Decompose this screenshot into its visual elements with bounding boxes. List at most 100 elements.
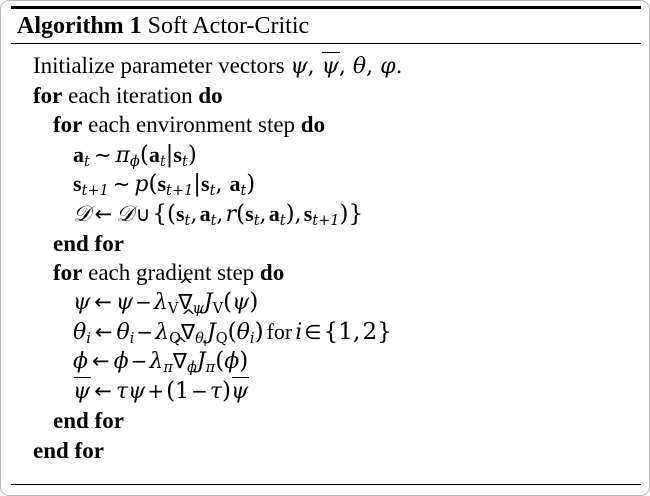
index-i: i bbox=[295, 320, 303, 346]
keyword-for: for bbox=[53, 112, 83, 138]
comma-3: , bbox=[366, 54, 381, 79]
objective-J: J bbox=[196, 348, 206, 374]
symbol-lambda: λ bbox=[153, 289, 168, 315]
subscript-t: t bbox=[209, 183, 216, 200]
line-initialize: Initialize parameter vectors ψ, ψ, θ, φ. bbox=[11, 51, 641, 81]
line-end-for-environment-step: end for bbox=[11, 229, 641, 259]
keyword-end-for: end for bbox=[33, 437, 104, 463]
brace-open: {( bbox=[152, 200, 176, 227]
comma-2: , bbox=[338, 54, 353, 79]
operator-plus: + bbox=[147, 378, 165, 403]
symbol-theta: θ bbox=[73, 320, 87, 346]
subscript-t-plus-1: t+1 bbox=[312, 213, 340, 230]
symbol-psi-bar: ψ bbox=[73, 376, 92, 407]
subscript-theta-i: θi bbox=[195, 331, 207, 350]
paren-close: ) bbox=[222, 377, 231, 404]
comma: , bbox=[294, 201, 304, 227]
subscript-t: t bbox=[181, 153, 188, 170]
subscript-Q: Q bbox=[215, 331, 228, 348]
operator-element-of: ∈ bbox=[304, 320, 322, 345]
rule-top bbox=[11, 6, 641, 9]
text-for: for bbox=[266, 319, 293, 345]
vector-s: s bbox=[201, 171, 210, 197]
paren-close: ) bbox=[285, 200, 295, 227]
conditional-bar: | bbox=[193, 171, 202, 198]
vector-a: a bbox=[199, 200, 211, 226]
comma: , bbox=[216, 201, 226, 227]
line-end-for-iteration: end for bbox=[11, 436, 641, 466]
subscript-t: t bbox=[253, 213, 260, 230]
subscript-pi: π bbox=[205, 360, 216, 376]
line-update-replay-buffer: 𝒟←𝒟∪{(st, at, r(st, at), st+1)} bbox=[11, 199, 641, 229]
line-sample-next-state: st+1∼p(st+1|st, at) bbox=[11, 169, 641, 199]
symbol-pi: π bbox=[115, 142, 130, 168]
symbol-lambda: λ bbox=[155, 320, 170, 346]
paren-close: ) bbox=[246, 171, 256, 198]
symbol-theta: θ bbox=[352, 54, 367, 79]
subscript-t: t bbox=[159, 153, 166, 170]
line-end-for-gradient-step: end for bbox=[11, 406, 641, 436]
symbol-psi: ψ bbox=[115, 289, 134, 315]
subscript-phi: ϕ bbox=[129, 153, 140, 170]
hat-accent-icon: ^ bbox=[172, 334, 188, 356]
symbol-phi: ϕ bbox=[73, 348, 88, 374]
subscript-V: V bbox=[212, 300, 224, 317]
subscript-i: i bbox=[129, 331, 135, 348]
keyword-do: do bbox=[300, 112, 326, 138]
symbol-lambda: λ bbox=[149, 348, 164, 374]
operator-assign: ← bbox=[94, 201, 113, 226]
relation-distributed-as: ∼ bbox=[93, 142, 112, 167]
nabla-hat-icon: ^∇ bbox=[172, 334, 188, 373]
operator-assign: ← bbox=[94, 320, 113, 345]
symbol-dataset-D: 𝒟 bbox=[116, 201, 134, 227]
line-for-environment-step: for each environment step do bbox=[11, 110, 641, 140]
keyword-for: for bbox=[53, 260, 83, 286]
vector-a: a bbox=[148, 141, 160, 167]
initialize-symbols: ψ, ψ, θ, φ. bbox=[290, 52, 403, 79]
objective-J: J bbox=[206, 320, 216, 346]
subscript-t-plus-1: t+1 bbox=[166, 183, 194, 200]
subscript-t: t bbox=[240, 183, 247, 200]
hat-accent-icon: ^ bbox=[178, 275, 194, 297]
symbol-psi: ψ bbox=[232, 289, 250, 315]
initialize-prefix: Initialize parameter vectors bbox=[33, 53, 285, 78]
symbol-tau: τ bbox=[115, 378, 129, 404]
brace-set: {1, 2} bbox=[323, 319, 392, 346]
paren-open: ( bbox=[236, 200, 246, 227]
function-reward-r: r bbox=[225, 201, 237, 227]
algorithm-number-label: Algorithm 1 bbox=[17, 13, 142, 39]
operator-union: ∪ bbox=[135, 201, 151, 226]
operator-minus: − bbox=[136, 320, 154, 345]
subscript-Q: Q bbox=[169, 331, 182, 348]
vector-s: s bbox=[303, 200, 313, 226]
operator-assign: ← bbox=[92, 348, 110, 373]
brace-close: )} bbox=[339, 200, 364, 227]
keyword-do: do bbox=[198, 82, 223, 108]
algorithm-title: Soft Actor-Critic bbox=[147, 13, 310, 39]
vector-s: s bbox=[245, 200, 254, 226]
subscript-V: V bbox=[167, 300, 179, 317]
operator-assign: ← bbox=[94, 289, 112, 314]
line-update-target-psi: ψ←τψ+(1−τ)ψ bbox=[11, 376, 641, 407]
paren-open: ( bbox=[223, 288, 233, 315]
hat-accent-icon: ^ bbox=[181, 305, 196, 327]
operator-minus: − bbox=[135, 289, 152, 314]
subscript-t-plus-1: t+1 bbox=[81, 183, 109, 200]
rule-under-caption bbox=[11, 43, 641, 44]
symbol-phi: ϕ bbox=[113, 348, 129, 374]
comma: , bbox=[190, 201, 200, 227]
vector-a: a bbox=[73, 141, 84, 167]
paren-open: ( bbox=[227, 319, 237, 346]
loop-subject-gradient-step: each gradient step bbox=[88, 260, 255, 286]
subscript-i: i bbox=[86, 331, 91, 348]
symbol-psi: ψ bbox=[73, 289, 91, 315]
comma: , bbox=[259, 201, 269, 227]
subscript-psi: ψ bbox=[192, 300, 204, 317]
relation-distributed-as: ∼ bbox=[112, 172, 131, 197]
loop-subject-iteration: each iteration bbox=[68, 82, 193, 108]
paren-close: ) bbox=[254, 319, 264, 346]
symbol-phi: ϕ bbox=[224, 348, 240, 374]
nabla-hat-icon: ^∇ bbox=[181, 305, 196, 345]
